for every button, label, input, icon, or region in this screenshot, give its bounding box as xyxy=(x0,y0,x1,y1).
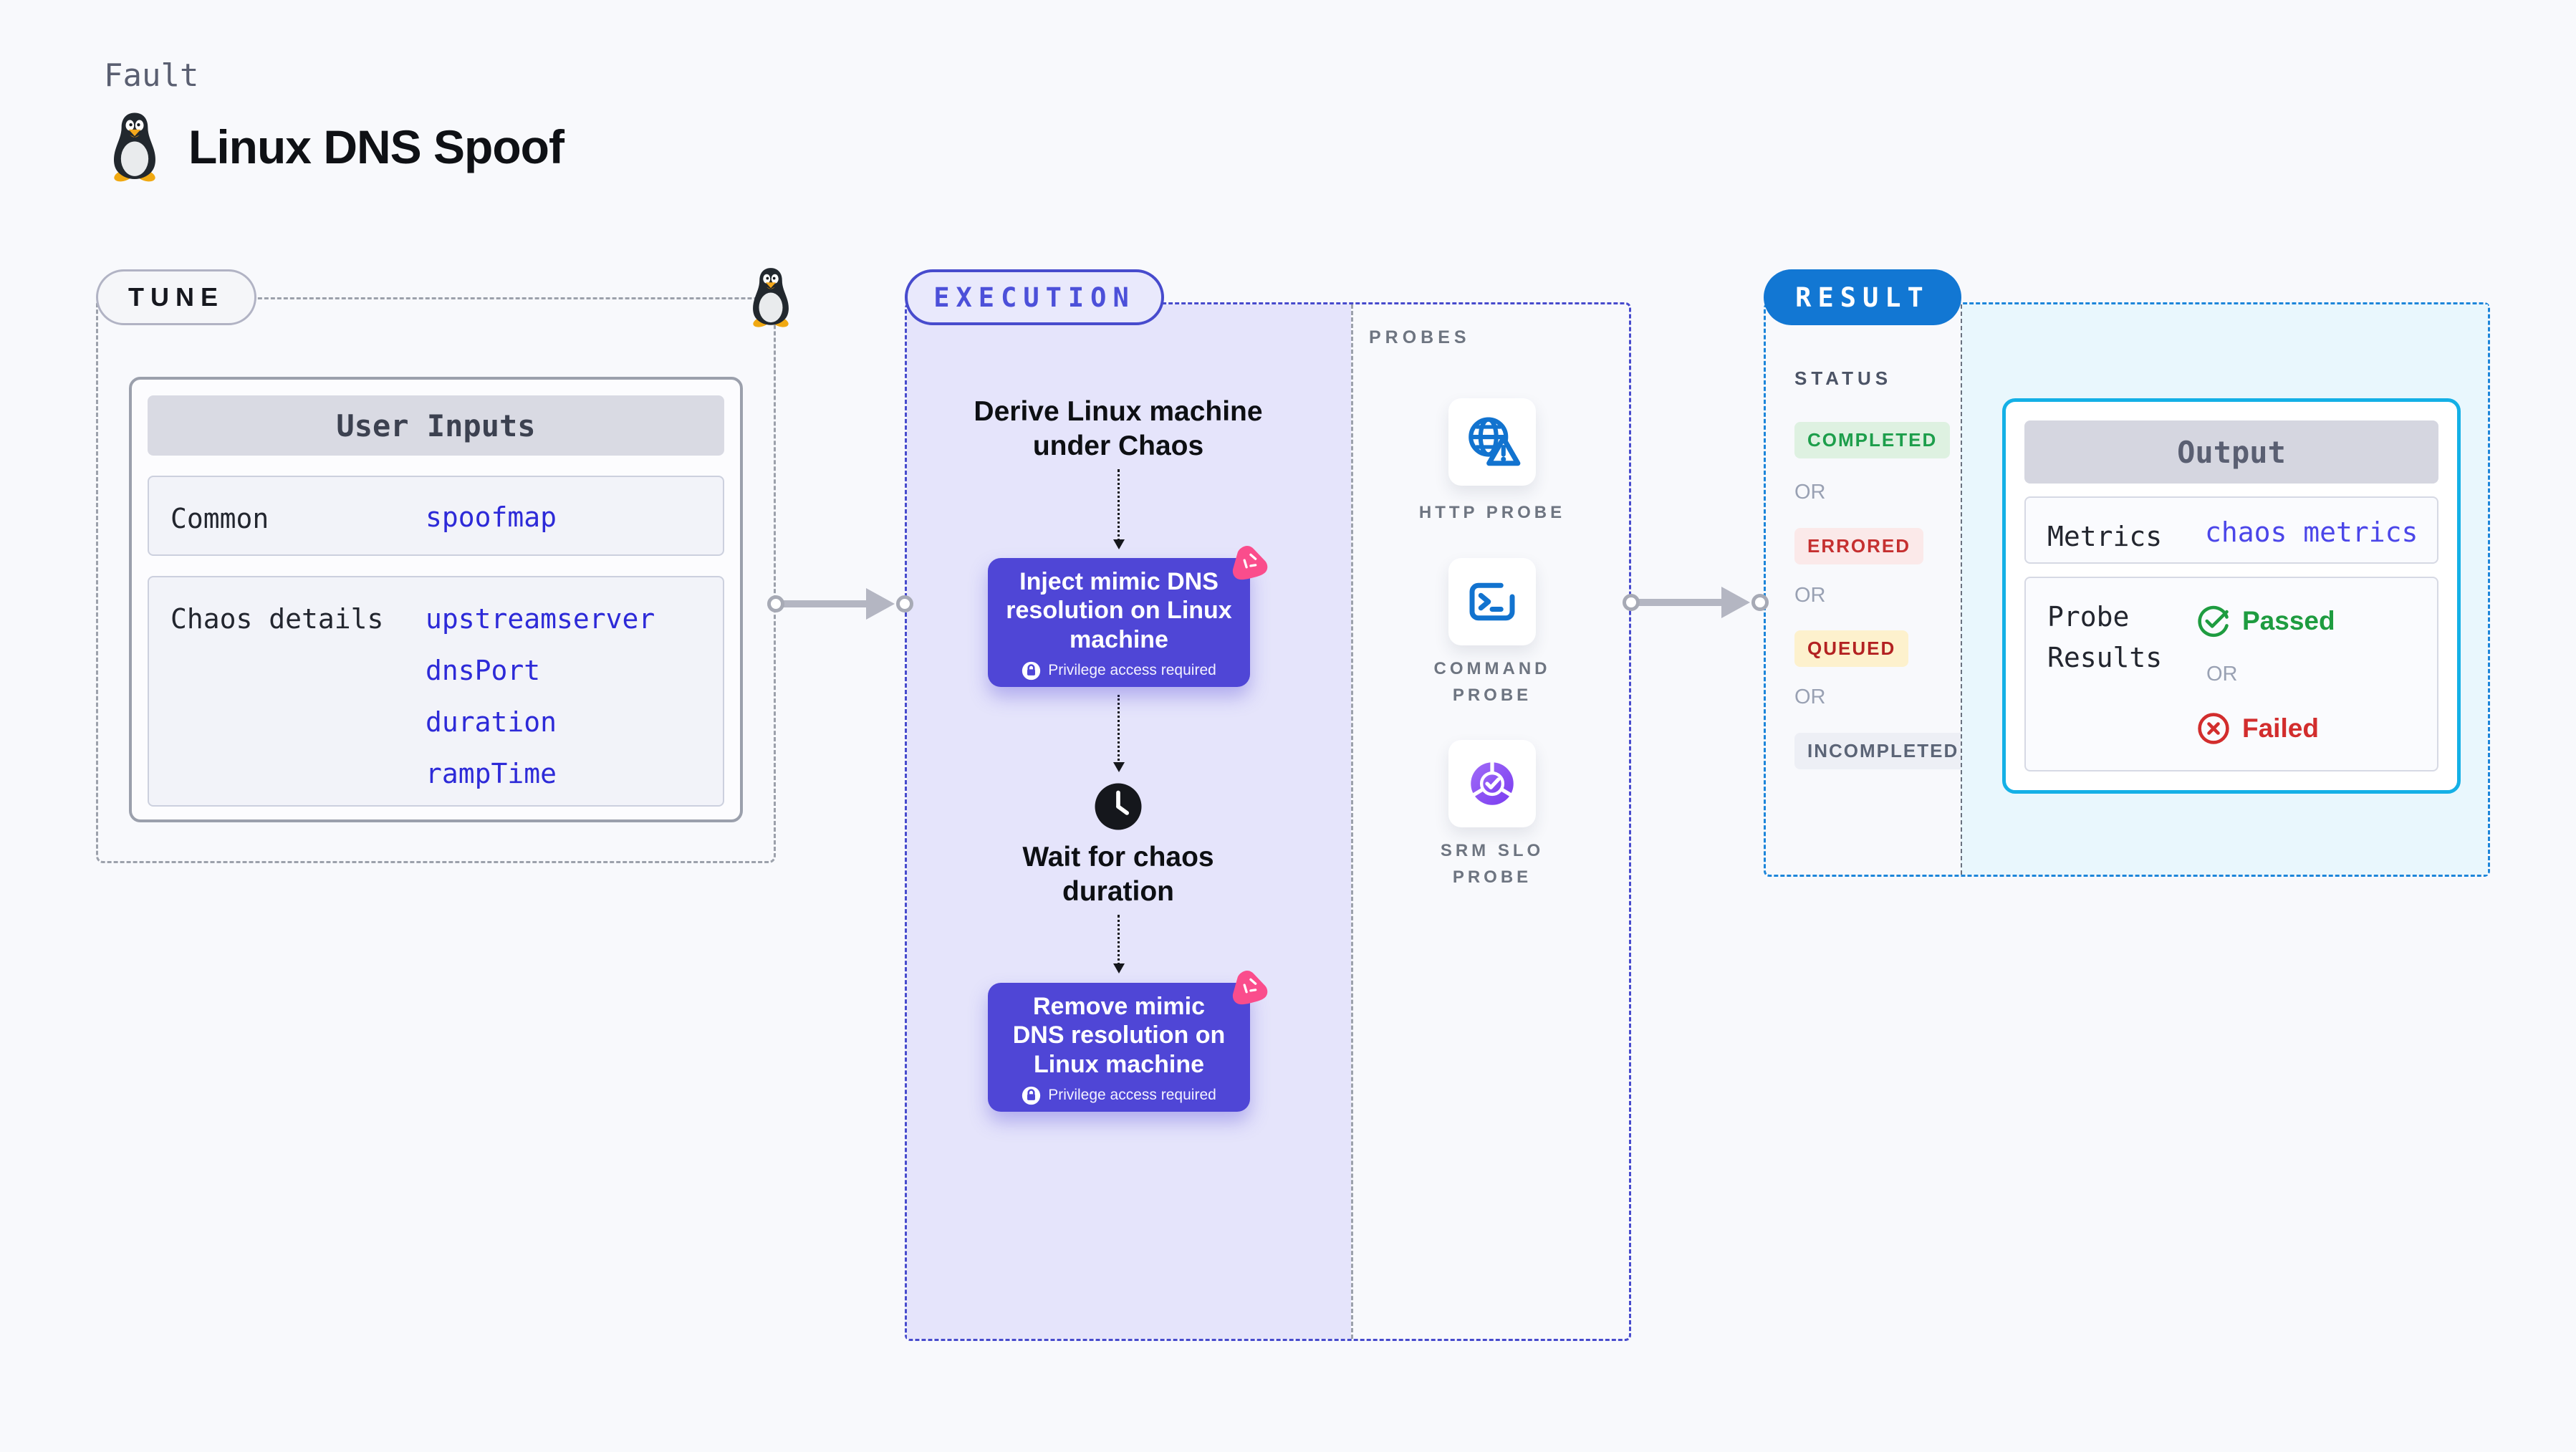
connector-node xyxy=(896,595,913,612)
srm-slo-probe-card xyxy=(1448,740,1536,827)
connector-node xyxy=(767,595,784,612)
user-inputs-row-common: Common spoofmap xyxy=(148,476,724,556)
status-badge-completed: COMPLETED xyxy=(1794,422,1951,458)
probes-panel: PROBES HTTP PROBE COMMAND PROBE SRM SLO … xyxy=(1351,304,1629,1339)
lock-icon xyxy=(1022,661,1041,681)
http-probe-card xyxy=(1448,398,1536,486)
row-label: Chaos details xyxy=(170,603,384,635)
remove-step-title: Remove mimic DNS resolution on Linux mac… xyxy=(1012,993,1226,1078)
input-link-dnsport[interactable]: dnsPort xyxy=(426,655,541,686)
clock-icon xyxy=(1090,779,1146,835)
chaos-faults-icon xyxy=(1228,542,1269,584)
row-label: Common xyxy=(170,503,269,534)
fault-kicker: Fault xyxy=(104,57,199,94)
http-probe-label: HTTP PROBE xyxy=(1418,503,1566,522)
or-label: OR xyxy=(1794,481,1826,504)
lock-icon xyxy=(1022,1086,1041,1105)
srm-slo-probe-label: SRM SLO PROBE xyxy=(1440,841,1544,888)
srm-slo-probe-icon xyxy=(1462,754,1522,814)
user-inputs-header: User Inputs xyxy=(148,395,724,456)
inject-step-title: Inject mimic DNS resolution on Linux mac… xyxy=(1006,568,1232,653)
probe-passed-verdict: Passed xyxy=(2196,604,2335,638)
inject-step-node: Inject mimic DNS resolution on Linux mac… xyxy=(988,558,1250,687)
execution-flow-panel: Derive Linux machine under Chaos Inject … xyxy=(907,304,1351,1339)
chaos-metrics-link[interactable]: chaos metrics xyxy=(2205,516,2418,548)
status-badge-incompleted: INCOMPLETED xyxy=(1794,733,1972,769)
connector-node xyxy=(1751,594,1769,611)
execution-to-result-arrow xyxy=(1631,587,1760,618)
command-probe-card xyxy=(1448,558,1536,645)
tune-to-execution-arrow xyxy=(776,588,905,620)
input-link-duration[interactable]: duration xyxy=(426,706,557,738)
probe-results-row: Probe Results Passed OR Failed xyxy=(2024,577,2438,771)
check-circle-icon xyxy=(2196,604,2231,638)
http-probe-icon xyxy=(1462,412,1522,472)
page-title-row: Linux DNS Spoof xyxy=(104,111,564,183)
wait-step-text: Wait for chaos duration xyxy=(1022,842,1214,907)
tux-penguin-icon xyxy=(104,111,165,183)
status-badge-errored: ERRORED xyxy=(1794,528,1924,564)
chaos-faults-icon xyxy=(1228,967,1269,1009)
flow-arrow-down xyxy=(1113,695,1125,772)
status-column: STATUS COMPLETED OR ERRORED OR QUEUED OR… xyxy=(1766,304,1972,875)
or-label: OR xyxy=(2206,663,2238,686)
input-link-upstreamserver[interactable]: upstreamserver xyxy=(426,603,655,635)
derive-step-text: Derive Linux machine under Chaos xyxy=(974,396,1263,461)
user-inputs-row-chaos-details: Chaos details upstreamserver dnsPort dur… xyxy=(148,576,724,807)
tune-section xyxy=(96,297,776,863)
tux-penguin-icon xyxy=(745,266,797,328)
probes-title: PROBES xyxy=(1369,327,1471,347)
output-card: Output Metrics chaos metrics Probe Resul… xyxy=(2002,398,2461,794)
x-circle-icon xyxy=(2196,711,2231,746)
probe-results-label: Probe Results xyxy=(2047,601,2163,673)
status-badge-queued: QUEUED xyxy=(1794,630,1909,667)
page-title: Linux DNS Spoof xyxy=(188,120,564,173)
output-panel: Output Metrics chaos metrics Probe Resul… xyxy=(1961,304,2488,875)
remove-step-node: Remove mimic DNS resolution on Linux mac… xyxy=(988,983,1250,1112)
user-inputs-card: User Inputs Common spoofmap Chaos detail… xyxy=(129,377,743,822)
status-title: STATUS xyxy=(1794,367,1893,389)
command-probe-label: COMMAND PROBE xyxy=(1433,659,1551,706)
result-section: STATUS COMPLETED OR ERRORED OR QUEUED OR… xyxy=(1764,302,2490,877)
connector-node xyxy=(1623,594,1640,611)
tune-badge: TUNE xyxy=(96,269,256,325)
privilege-badge: Privilege access required xyxy=(1048,1087,1216,1104)
input-link-spoofmap[interactable]: spoofmap xyxy=(426,501,557,533)
execution-badge: EXECUTION xyxy=(905,269,1164,325)
output-header: Output xyxy=(2024,420,2438,484)
or-label: OR xyxy=(1794,686,1826,708)
result-badge: RESULT xyxy=(1764,269,1961,325)
metrics-row: Metrics chaos metrics xyxy=(2024,496,2438,564)
flow-arrow-down xyxy=(1113,915,1125,973)
or-label: OR xyxy=(1794,584,1826,607)
execution-section: Derive Linux machine under Chaos Inject … xyxy=(905,302,1631,1341)
metrics-label: Metrics xyxy=(2047,521,2163,552)
probe-failed-verdict: Failed xyxy=(2196,711,2319,746)
flow-arrow-down xyxy=(1113,469,1125,549)
privilege-badge: Privilege access required xyxy=(1048,662,1216,679)
command-probe-icon xyxy=(1462,572,1522,632)
input-link-ramptime[interactable]: rampTime xyxy=(426,758,557,789)
